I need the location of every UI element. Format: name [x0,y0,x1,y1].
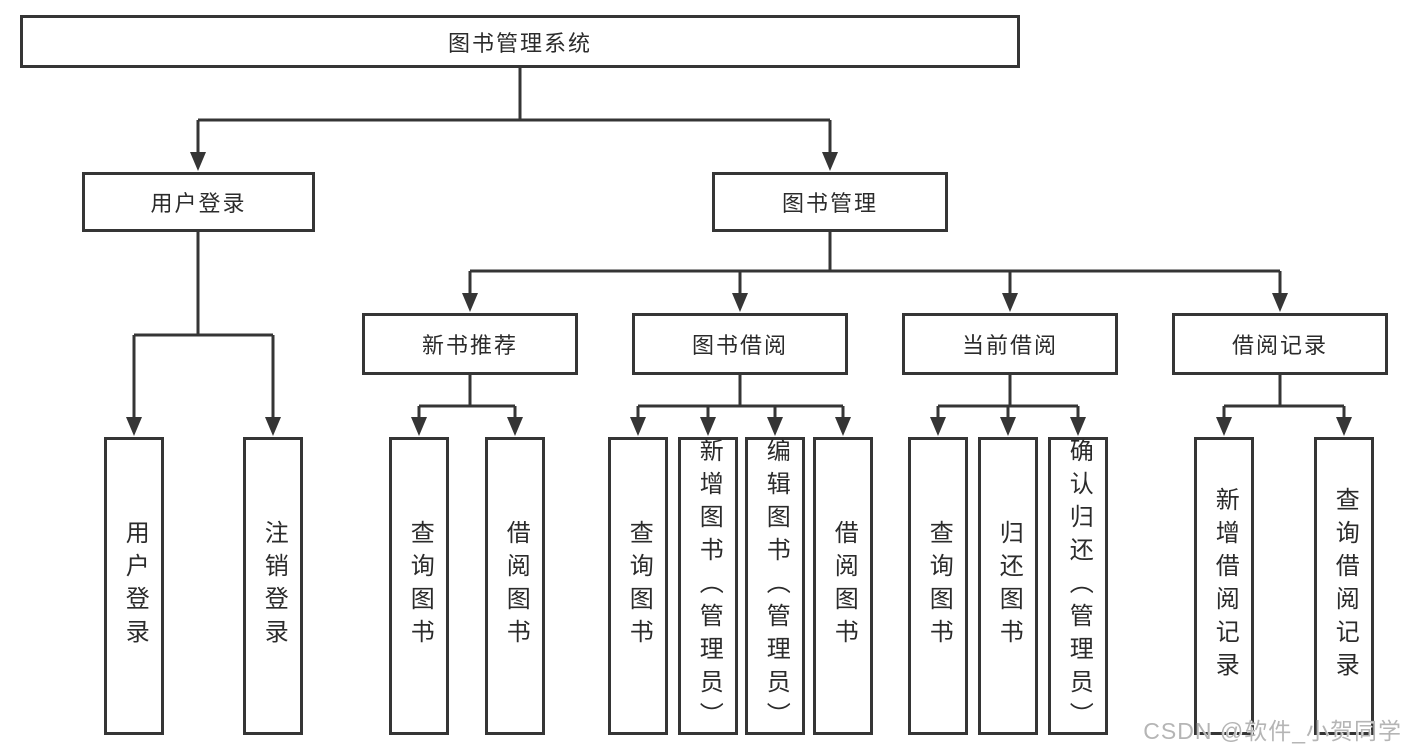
leaf-bb-edit-books-admin-label: 编辑图书（管理员） [762,437,790,735]
connector-book-mgmt-to-groups [468,232,1282,297]
connector-user-login-to-leaves [132,232,275,421]
leaf-bb-add-books-admin: 新增图书（管理员） [678,437,738,735]
node-current-borrowing-label: 当前借阅 [961,333,1058,358]
node-book-management-label: 图书管理 [781,191,878,216]
connector-book-borrow-to-leaves [636,375,845,421]
node-borrowing-records-label: 借阅记录 [1231,333,1328,358]
leaf-nb-borrow-books: 借阅图书 [485,437,545,735]
leaf-cb-query-books: 查询图书 [908,437,968,735]
node-new-book-recommendation-label: 新书推荐 [421,333,518,358]
connector-current-borrow-to-leaves [936,375,1080,421]
leaf-cb-confirm-return-admin-label: 确认归还（管理员） [1065,437,1093,735]
node-current-borrowing: 当前借阅 [902,313,1118,375]
leaf-user-login: 用户登录 [104,437,164,735]
leaf-cb-return-books-label: 归还图书 [995,520,1023,652]
leaf-nb-query-books: 查询图书 [389,437,449,735]
node-book-borrowing: 图书借阅 [632,313,848,375]
leaf-br-add-record-label: 新增借阅记录 [1211,487,1239,685]
node-new-book-recommendation: 新书推荐 [362,313,578,375]
connector-borrow-records-to-leaves [1222,375,1346,421]
arrowheads [126,152,1352,436]
leaf-logout-login-label: 注销登录 [260,520,288,652]
leaf-br-query-record: 查询借阅记录 [1314,437,1374,735]
leaf-bb-borrow-books-label: 借阅图书 [830,520,858,652]
leaf-logout-login: 注销登录 [243,437,303,735]
leaf-user-login-label: 用户登录 [121,520,149,652]
leaf-cb-query-books-label: 查询图书 [925,520,953,652]
node-user-login-label: 用户登录 [150,191,247,216]
leaf-bb-add-books-admin-label: 新增图书（管理员） [695,437,723,735]
leaf-bb-edit-books-admin: 编辑图书（管理员） [745,437,805,735]
leaf-cb-confirm-return-admin: 确认归还（管理员） [1048,437,1108,735]
node-library-system-label: 图书管理系统 [447,30,592,56]
leaf-bb-query-books-label: 查询图书 [625,520,653,652]
node-book-management: 图书管理 [712,172,948,232]
leaf-br-add-record: 新增借阅记录 [1194,437,1254,735]
leaf-nb-query-books-label: 查询图书 [406,520,434,652]
leaf-nb-borrow-books-label: 借阅图书 [502,520,530,652]
connector-new-book-to-leaves [417,375,517,421]
leaf-bb-query-books: 查询图书 [608,437,668,735]
csdn-watermark: CSDN @软件_小贺同学 [1143,718,1402,744]
node-user-login: 用户登录 [82,172,315,232]
leaf-br-query-record-label: 查询借阅记录 [1331,487,1359,685]
connector-root-to-level2 [196,68,832,156]
leaf-cb-return-books: 归还图书 [978,437,1038,735]
node-library-system: 图书管理系统 [20,15,1020,68]
node-borrowing-records: 借阅记录 [1172,313,1388,375]
node-book-borrowing-label: 图书借阅 [691,333,788,358]
leaf-bb-borrow-books: 借阅图书 [813,437,873,735]
